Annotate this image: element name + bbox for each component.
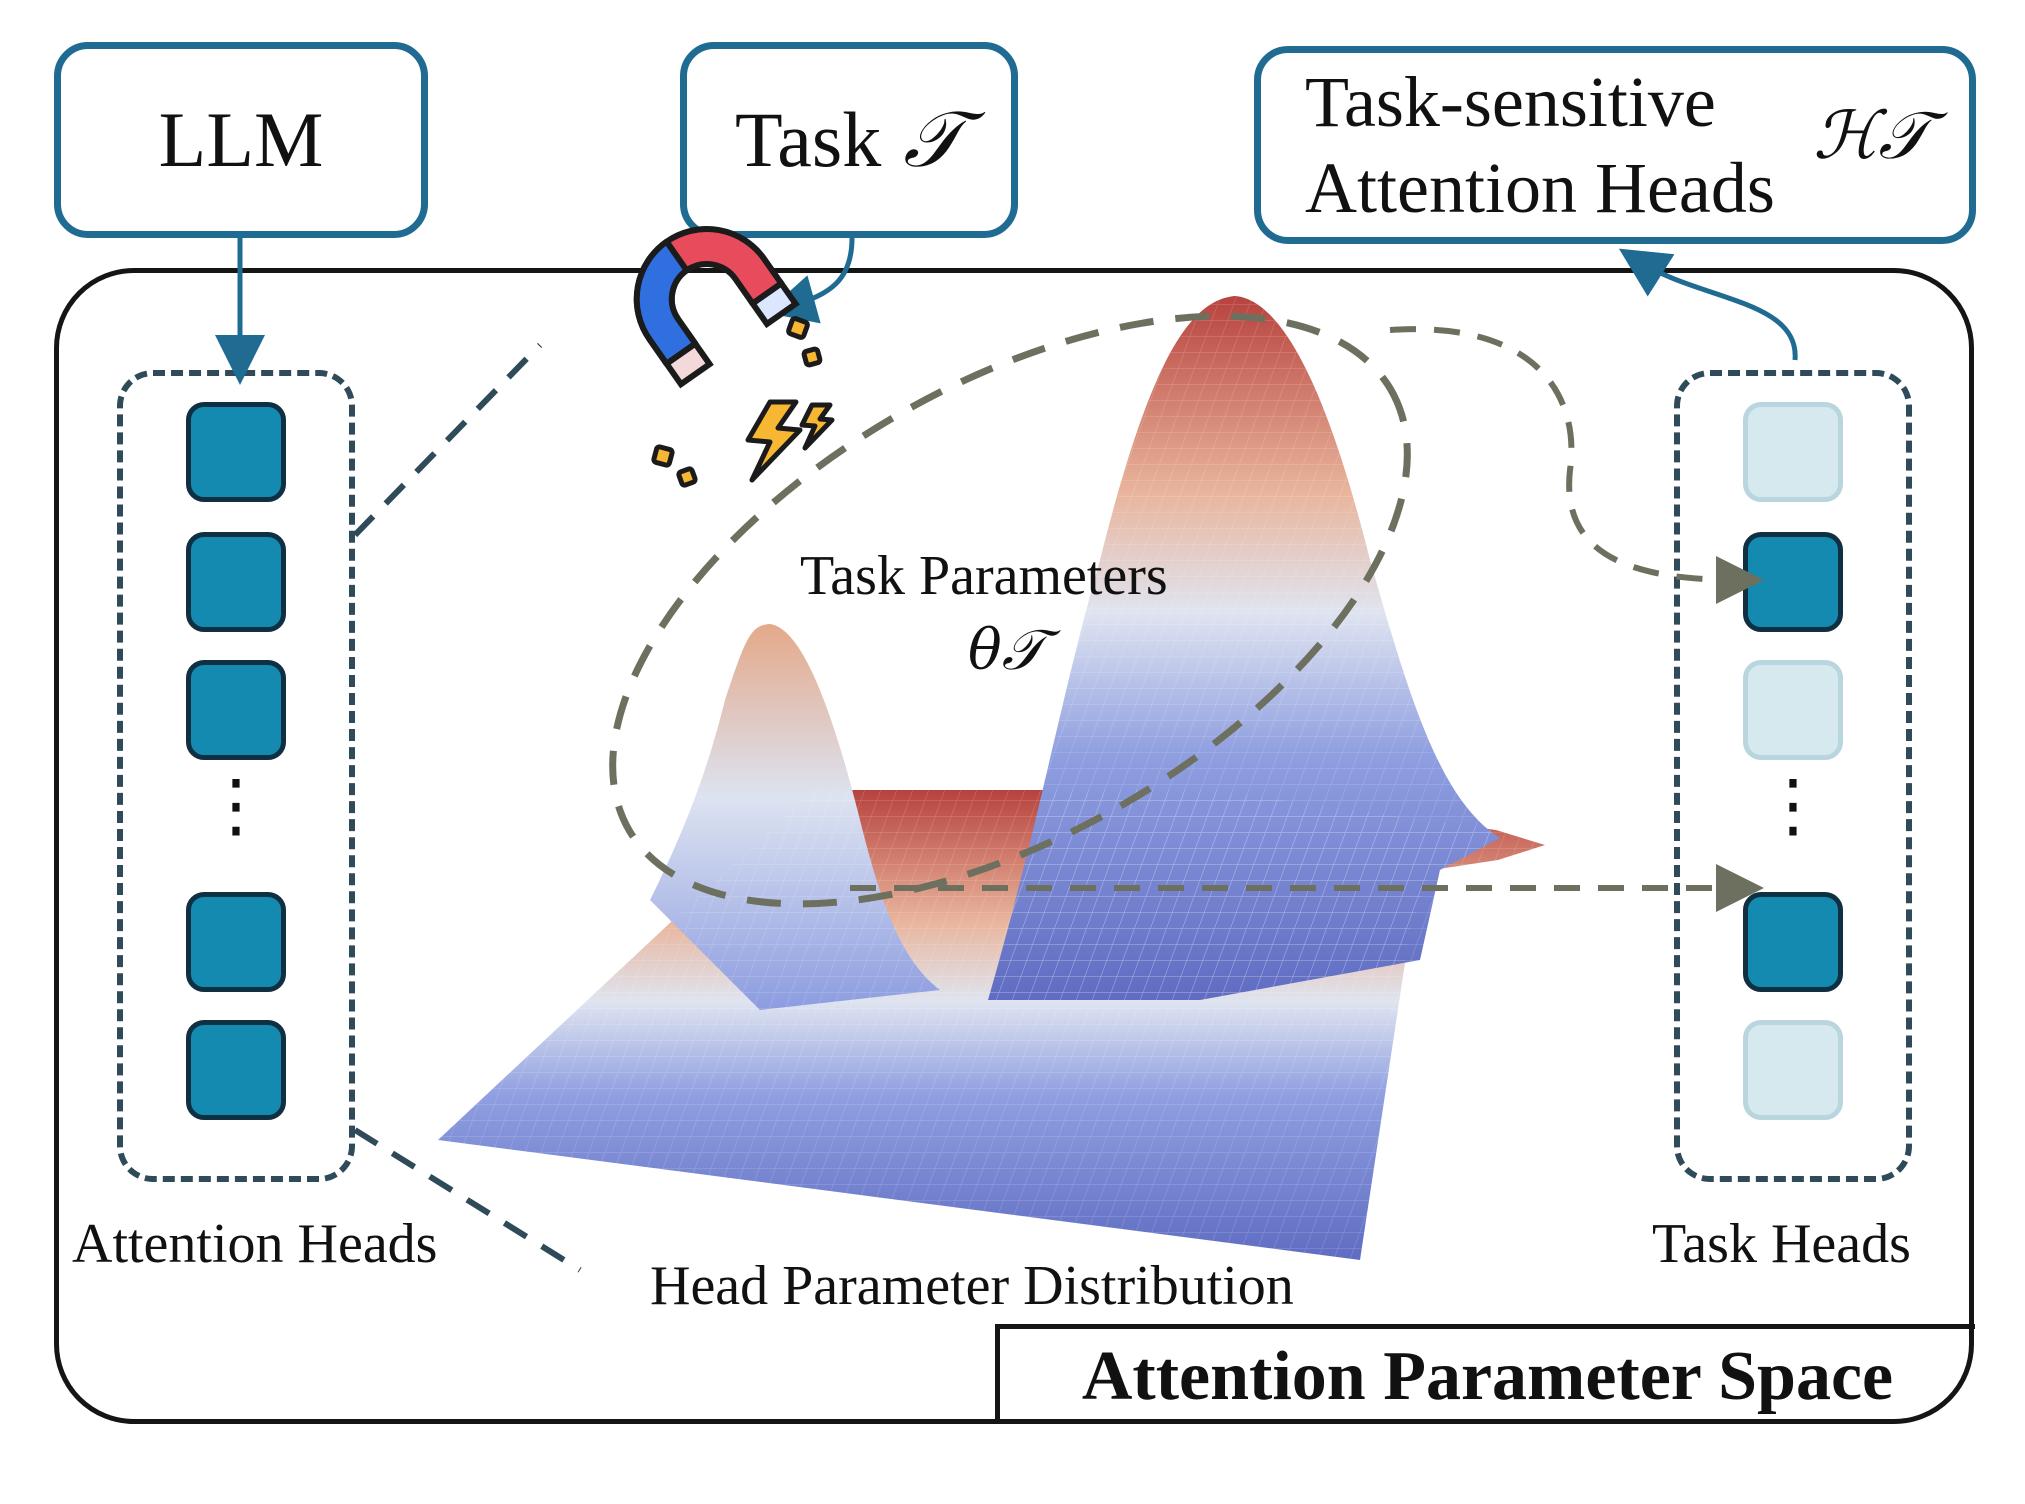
head-block-active bbox=[186, 532, 286, 632]
task-box: Task 𝒯 bbox=[680, 42, 1018, 238]
head-parameter-distribution-caption: Head Parameter Distribution bbox=[650, 1255, 1294, 1317]
llm-label: LLM bbox=[158, 96, 324, 183]
head-block-active bbox=[186, 660, 286, 760]
sensitive-line2: Attention Heads bbox=[1305, 148, 1775, 228]
magnet-icon bbox=[633, 226, 800, 389]
task-parameters-symbol: θ𝒯 bbox=[968, 618, 1045, 683]
sensitive-symbol: ℋ𝒯 bbox=[1813, 97, 1929, 174]
task-parameters-ellipse bbox=[609, 312, 1411, 908]
head-block-active bbox=[1743, 532, 1843, 632]
task-heads-group bbox=[1674, 370, 1912, 1182]
attention-parameter-space-title: Attention Parameter Space bbox=[995, 1324, 1975, 1424]
ellipsis: ⋮ bbox=[1758, 764, 1828, 846]
task-sensitive-heads-box: Task-sensitive Attention Heads ℋ𝒯 bbox=[1254, 46, 1976, 244]
head-block-active bbox=[186, 892, 286, 992]
llm-box: LLM bbox=[54, 42, 428, 238]
head-block-inactive bbox=[1743, 660, 1843, 760]
attention-heads-caption: Attention Heads bbox=[72, 1213, 438, 1275]
task-heads-caption: Task Heads bbox=[1652, 1213, 1911, 1275]
head-block-active bbox=[186, 402, 286, 502]
sensitive-line1: Task-sensitive bbox=[1305, 62, 1716, 142]
head-block-inactive bbox=[1743, 402, 1843, 502]
head-parameter-surface bbox=[438, 296, 1545, 1260]
task-symbol: 𝒯 bbox=[903, 95, 963, 185]
task-parameters-label: Task Parameters bbox=[800, 545, 1168, 607]
ellipsis: ⋮ bbox=[201, 764, 271, 846]
spark-icon bbox=[651, 316, 835, 488]
head-block-active bbox=[186, 1020, 286, 1120]
task-label: Task bbox=[735, 96, 882, 183]
head-block-inactive bbox=[1743, 1020, 1843, 1120]
